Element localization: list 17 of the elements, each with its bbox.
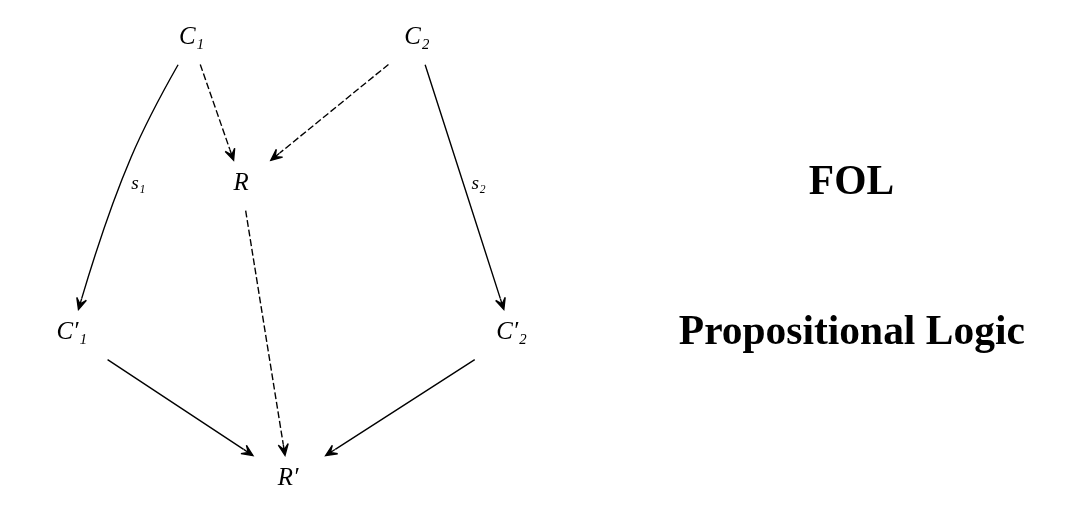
- arrow: [423, 63, 506, 310]
- node-text: R: [233, 167, 249, 195]
- node-text: C₁: [178, 21, 204, 49]
- node-text: R′: [277, 462, 298, 490]
- node-text: C′₂: [495, 316, 527, 344]
- node-text: C′₁: [56, 316, 87, 344]
- edge-label: s₂: [470, 171, 486, 193]
- arrow: [199, 63, 235, 161]
- edge-label: s₁: [130, 171, 145, 193]
- node-text: C₂: [403, 21, 430, 49]
- label: Propositional Logic: [678, 306, 1025, 353]
- arrow: [244, 209, 289, 456]
- arrow: [75, 63, 179, 310]
- arrow: [106, 358, 254, 456]
- arrow: [324, 358, 475, 456]
- label: FOL: [808, 156, 894, 203]
- arrow: [269, 63, 389, 161]
